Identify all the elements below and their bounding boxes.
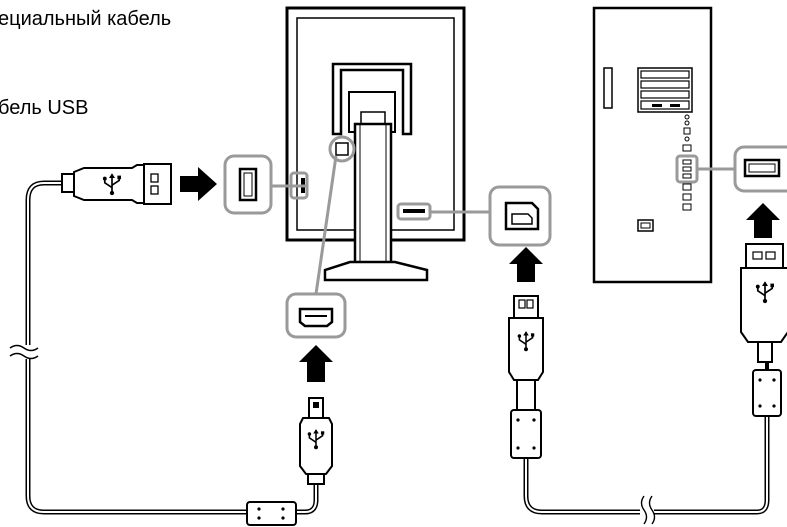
usb-a-plug-right bbox=[740, 243, 787, 417]
wave-break-icon bbox=[9, 344, 656, 526]
label-usb-cable: бель USB bbox=[0, 97, 89, 119]
usb-a-plug-left bbox=[61, 163, 172, 205]
power-inlet-icon bbox=[637, 219, 654, 232]
monitor bbox=[285, 6, 466, 282]
ferrite-core-bottom bbox=[246, 501, 297, 526]
usb-b-port-callout bbox=[488, 185, 552, 247]
pc-tower bbox=[592, 6, 735, 284]
label-special-cable: ециальный кабель bbox=[0, 8, 172, 30]
arrow-icon bbox=[180, 167, 780, 382]
monitor-port-highlights bbox=[270, 135, 490, 295]
mini-usb-port-callout bbox=[285, 292, 347, 339]
usb-b-plug bbox=[508, 295, 544, 459]
usb-a-port-callout bbox=[223, 154, 273, 215]
pc-usb-a-port-callout bbox=[733, 145, 787, 193]
mini-usb-plug bbox=[299, 397, 333, 485]
